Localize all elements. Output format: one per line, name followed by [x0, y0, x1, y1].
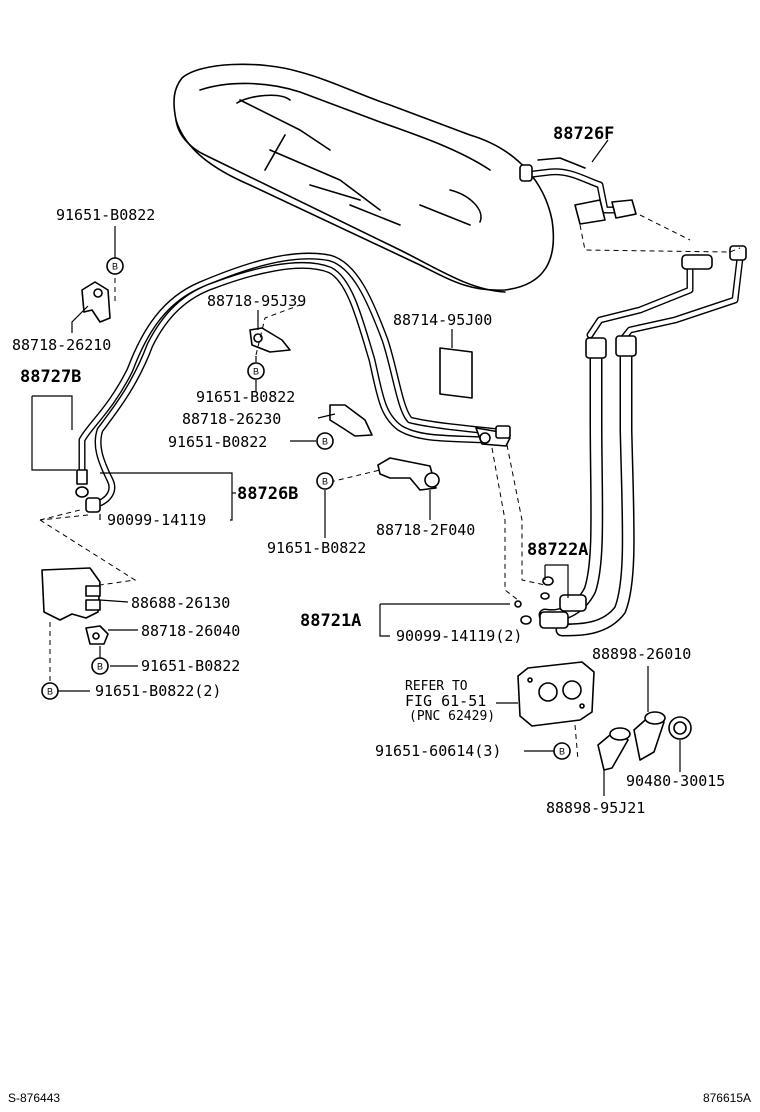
bracket-88718-26230	[329, 404, 373, 437]
bolt-icon: B	[316, 432, 334, 450]
label-90099-14119-2: 90099-14119(2)	[396, 627, 522, 645]
footer-right-code: 876615A	[703, 1091, 751, 1105]
bolt-icon: B	[41, 682, 59, 700]
label-91651-B0822-lower: 91651-B0822	[267, 539, 366, 557]
bracket-88688-26130	[41, 567, 101, 621]
label-88714-95J00: 88714-95J00	[393, 311, 492, 329]
bolt-icon: B	[91, 657, 109, 675]
label-88721A: 88721A	[300, 611, 361, 631]
label-91651-B0822-bottom: 91651-B0822	[141, 657, 240, 675]
elbow-88898-95J21	[597, 727, 631, 771]
svg-text:B: B	[112, 262, 118, 272]
svg-text:B: B	[47, 687, 53, 697]
svg-text:B: B	[253, 367, 259, 377]
footer-left-code: S-876443	[8, 1091, 60, 1105]
svg-text:B: B	[559, 747, 565, 757]
label-90480-30015: 90480-30015	[626, 772, 725, 790]
label-91651-B0822-2: 91651-B0822(2)	[95, 682, 221, 700]
pad-88714-95J00	[439, 347, 473, 399]
bolt-icon: B	[316, 472, 334, 490]
label-88718-95J39: 88718-95J39	[207, 292, 306, 310]
label-88718-26040: 88718-26040	[141, 622, 240, 640]
bolt-icon: B	[106, 257, 124, 275]
label-88726B: 88726B	[237, 484, 298, 504]
ring-90480-30015	[668, 716, 692, 740]
tank-cover	[173, 63, 555, 293]
label-88898-26010: 88898-26010	[592, 645, 691, 663]
bracket-88718-2F040	[377, 457, 440, 491]
label-88727B: 88727B	[20, 367, 81, 387]
clamp-88718-26040	[85, 625, 109, 645]
dashed-guides	[39, 214, 741, 761]
label-88718-26230: 88718-26230	[182, 410, 281, 428]
elbow-88898-26010	[633, 711, 666, 761]
label-88688-26130: 88688-26130	[131, 594, 230, 612]
label-88722A: 88722A	[527, 540, 588, 560]
label-88726F: 88726F	[553, 124, 614, 144]
label-91651-B0822-top: 91651-B0822	[56, 206, 155, 224]
refer-to-line3: (PNC 62429)	[409, 709, 495, 724]
pipe-88726F	[514, 157, 747, 637]
svg-text:B: B	[322, 437, 328, 447]
part-labels: 88726F 91651-B0822 88718-26210 88718-95J…	[12, 124, 725, 817]
label-91651-60614-3: 91651-60614(3)	[375, 742, 501, 760]
gasket-plate	[517, 661, 595, 727]
label-88718-26210: 88718-26210	[12, 336, 111, 354]
refer-to-line1: REFER TO	[405, 679, 468, 694]
label-91651-B0822-mid: 91651-B0822	[196, 388, 295, 406]
refer-to-line2: FIG 61-51	[405, 692, 486, 710]
label-88898-95J21: 88898-95J21	[546, 799, 645, 817]
label-90099-14119: 90099-14119	[107, 511, 206, 529]
svg-text:B: B	[322, 477, 328, 487]
svg-text:B: B	[97, 662, 103, 672]
clamp-88718-95J39	[249, 327, 291, 353]
bolt-icon: B	[553, 742, 571, 760]
label-88718-2F040: 88718-2F040	[376, 521, 475, 539]
bolt-markers: B B B B B B B	[41, 257, 571, 760]
label-91651-B0822-arrow: 91651-B0822	[168, 433, 267, 451]
leader-lines	[31, 139, 681, 796]
pipe-88727B	[75, 252, 511, 513]
clamp-88718-26210	[81, 281, 111, 323]
bolt-icon: B	[247, 362, 265, 380]
